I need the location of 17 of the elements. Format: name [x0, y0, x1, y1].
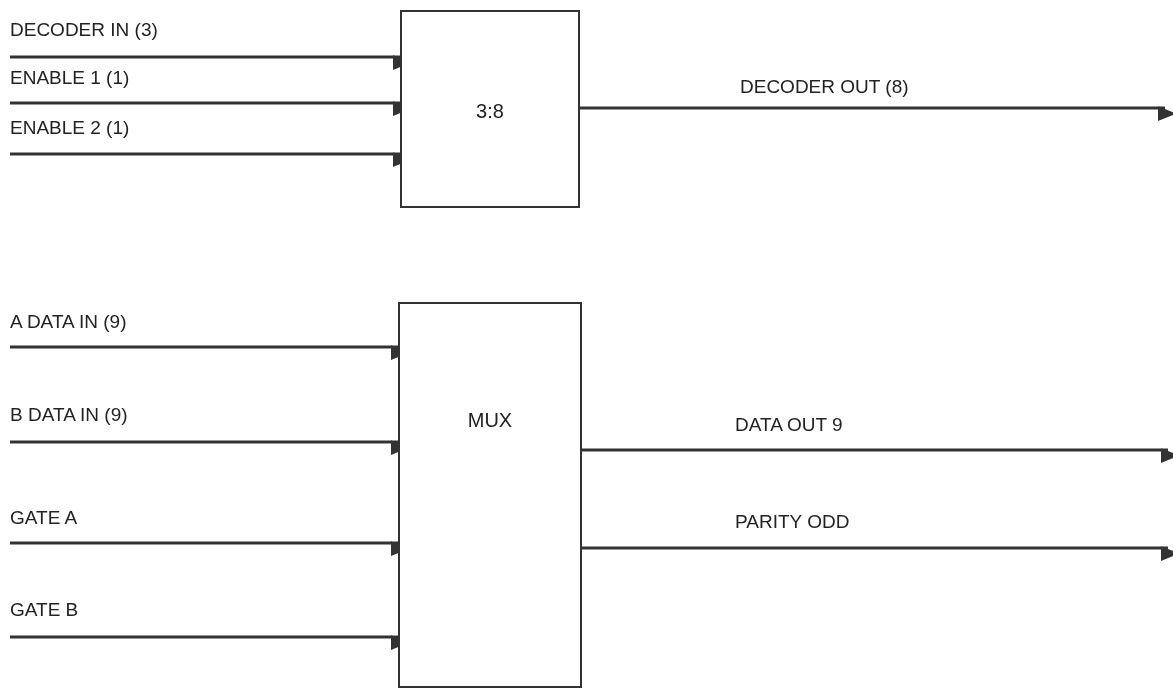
arrow: [580, 106, 1173, 121]
arrow: [582, 546, 1173, 561]
block-label: MUX: [466, 409, 514, 432]
signal-label: A DATA IN (9): [10, 311, 127, 333]
signal-label: DECODER OUT (8): [740, 76, 909, 98]
signal-label: DECODER IN (3): [10, 19, 158, 41]
signal-label: GATE B: [10, 599, 79, 621]
signal-label: GATE A: [10, 507, 78, 529]
signal-label: ENABLE 2 (1): [10, 117, 130, 139]
block-box: [400, 10, 580, 208]
signal-label: B DATA IN (9): [10, 404, 128, 426]
signal-label: ENABLE 1 (1): [10, 67, 130, 89]
block-label: 3:8: [475, 100, 505, 123]
signal-label: DATA OUT 9: [735, 414, 843, 436]
signal-label: PARITY ODD: [735, 511, 850, 533]
arrow: [582, 448, 1173, 463]
block-box: [398, 302, 582, 688]
